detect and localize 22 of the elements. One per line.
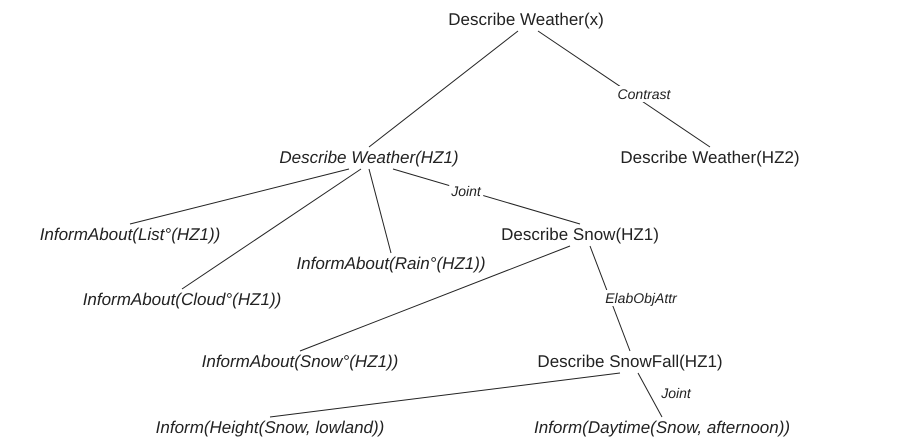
tree-node-label: Describe Weather(x): [448, 10, 604, 30]
tree-node-label: InformAbout(List°(HZ1)): [40, 225, 220, 246]
relation-label: Joint: [449, 183, 483, 199]
tree-node-label: Describe Weather(HZ1): [279, 148, 459, 168]
tree-branch-line: [270, 372, 620, 418]
tree-node-label: Describe Weather(HZ2): [620, 148, 800, 168]
tree-node-label: InformAbout(Cloud°(HZ1)): [82, 290, 282, 310]
tree-branch-line: [368, 30, 518, 148]
tree-node-label: Describe Snow(HZ1): [501, 225, 659, 246]
tree-branch-line: [368, 168, 392, 254]
tree-node-label: Describe SnowFall(HZ1): [537, 352, 723, 372]
tree-node-label: Inform(Daytime(Snow, afternoon)): [534, 418, 790, 438]
tree-node-label: InformAbout(Snow°(HZ1)): [202, 352, 398, 372]
relation-label: Joint: [659, 385, 693, 401]
tree-branch-line: [130, 168, 350, 224]
tree-node-label: Inform(Height(Snow, lowland)): [156, 418, 384, 438]
tree-branch-line: [300, 246, 570, 352]
relation-label: Contrast: [616, 86, 672, 102]
tree-branch-line: [638, 372, 662, 418]
tree-branch-line: [182, 168, 362, 290]
relation-label: ElabObjAttr: [603, 290, 679, 306]
tree-node-label: InformAbout(Rain°(HZ1)): [296, 254, 486, 274]
